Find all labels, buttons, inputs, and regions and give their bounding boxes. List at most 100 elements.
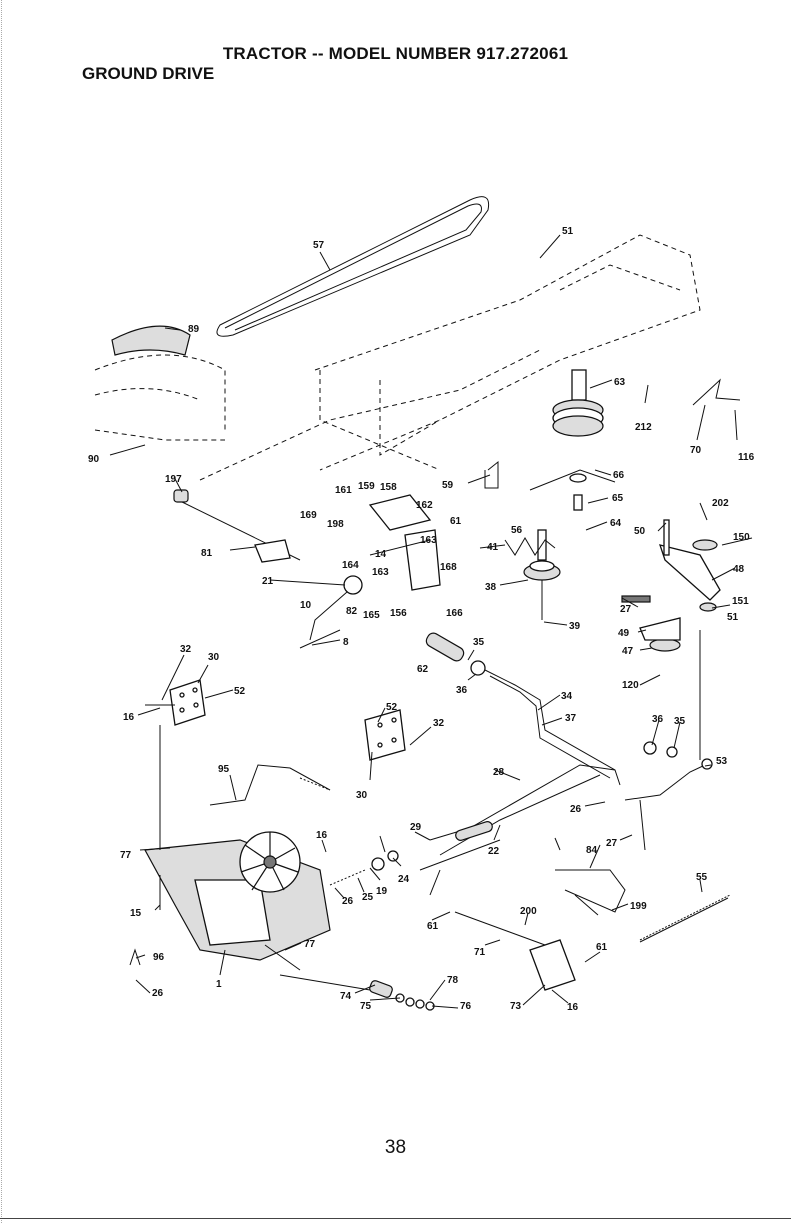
mounting-plate-center [364,709,406,761]
callout: 96 [153,952,165,963]
callout: 63 [614,377,626,388]
callout: 158 [380,482,397,493]
callout: 120 [622,680,639,691]
callout: 90 [88,454,100,465]
callout: 15 [130,908,142,919]
spring-clip [692,378,741,406]
callout: 61 [596,942,608,953]
callout: 53 [716,756,728,767]
fender [111,325,191,356]
drive-belt [216,196,490,337]
callout: 41 [487,542,499,553]
brake-rods [429,764,616,856]
spring-link [504,537,556,556]
callout: 8 [343,637,349,648]
idler-bracket [621,519,721,652]
leader-lines [109,234,753,1009]
callout: 34 [561,691,573,702]
callout: 156 [390,608,407,619]
callout: 84 [586,845,598,856]
page-number: 38 [384,1137,407,1158]
callout: 61 [427,921,439,932]
callout: 39 [569,621,581,632]
callout: 197 [165,474,182,485]
callout: 26 [342,896,354,907]
callout: 66 [613,470,625,481]
callout: 59 [442,480,454,491]
callout: 36 [456,685,468,696]
callout: 70 [690,445,702,456]
lever-66 [529,469,616,491]
callout: 26 [570,804,582,815]
lower-linkage [454,869,626,991]
callout: 57 [313,240,325,251]
bracket-hook [484,460,499,489]
callout: 51 [562,226,574,237]
callout: 198 [327,519,344,530]
page-bottom-rule [0,1218,791,1219]
callout: 48 [733,564,745,575]
callout: 151 [732,596,749,607]
section-title: GROUND DRIVE [82,64,215,83]
callout: 1 [216,979,222,990]
callout: 49 [618,628,630,639]
callout: 162 [416,500,433,511]
callout: 73 [510,1001,522,1012]
callout: 56 [511,525,523,536]
callout: 37 [565,713,577,724]
callout: 32 [180,644,192,655]
callout: 27 [620,604,632,615]
page-title: TRACTOR -- MODEL NUMBER 917.272061 [222,44,569,63]
callout: 62 [417,664,429,675]
rod-53 [624,764,706,801]
brake-linkage [299,494,441,649]
callout: 61 [450,516,462,527]
pin-assembly [369,980,435,1011]
shift-rod [173,489,301,563]
callout: 30 [356,790,368,801]
callout: 14 [375,549,387,560]
callout: 30 [208,652,220,663]
spring-55 [639,894,731,941]
callout: 95 [218,764,230,775]
callout: 199 [630,901,647,912]
callout: 65 [612,493,624,504]
callout: 26 [152,988,164,999]
callout: 76 [460,1001,472,1012]
callout: 21 [262,576,274,587]
callout: 29 [410,822,422,833]
idler-pulley [523,529,561,620]
callout: 28 [493,767,505,778]
callout: 77 [304,939,316,950]
callout: 169 [300,510,317,521]
pulley-assembly [552,369,604,511]
callout: 78 [447,975,459,986]
callout: 10 [300,600,312,611]
callout: 32 [433,718,445,729]
callout: 89 [188,324,200,335]
callout: 52 [234,686,246,697]
page-edge [1,0,2,1223]
control-rod [209,764,331,806]
callout: 150 [733,532,750,543]
mounting-plate-left [145,679,206,726]
transaxle [139,831,331,971]
callout: 52 [386,702,398,713]
callout: 163 [420,535,437,546]
callout: 25 [362,892,374,903]
callout: 75 [360,1001,372,1012]
clutch-rod [425,632,621,786]
pin-96 [129,948,141,966]
callout: 212 [635,422,652,433]
callout: 35 [674,716,686,727]
callout: 47 [622,646,634,657]
callout: 51 [727,612,739,623]
callout: 38 [485,582,497,593]
callout: 35 [473,637,485,648]
callout: 55 [696,872,708,883]
callout: 168 [440,562,457,573]
callout: 16 [567,1002,579,1013]
callout: 161 [335,485,352,496]
callout: 77 [120,850,132,861]
